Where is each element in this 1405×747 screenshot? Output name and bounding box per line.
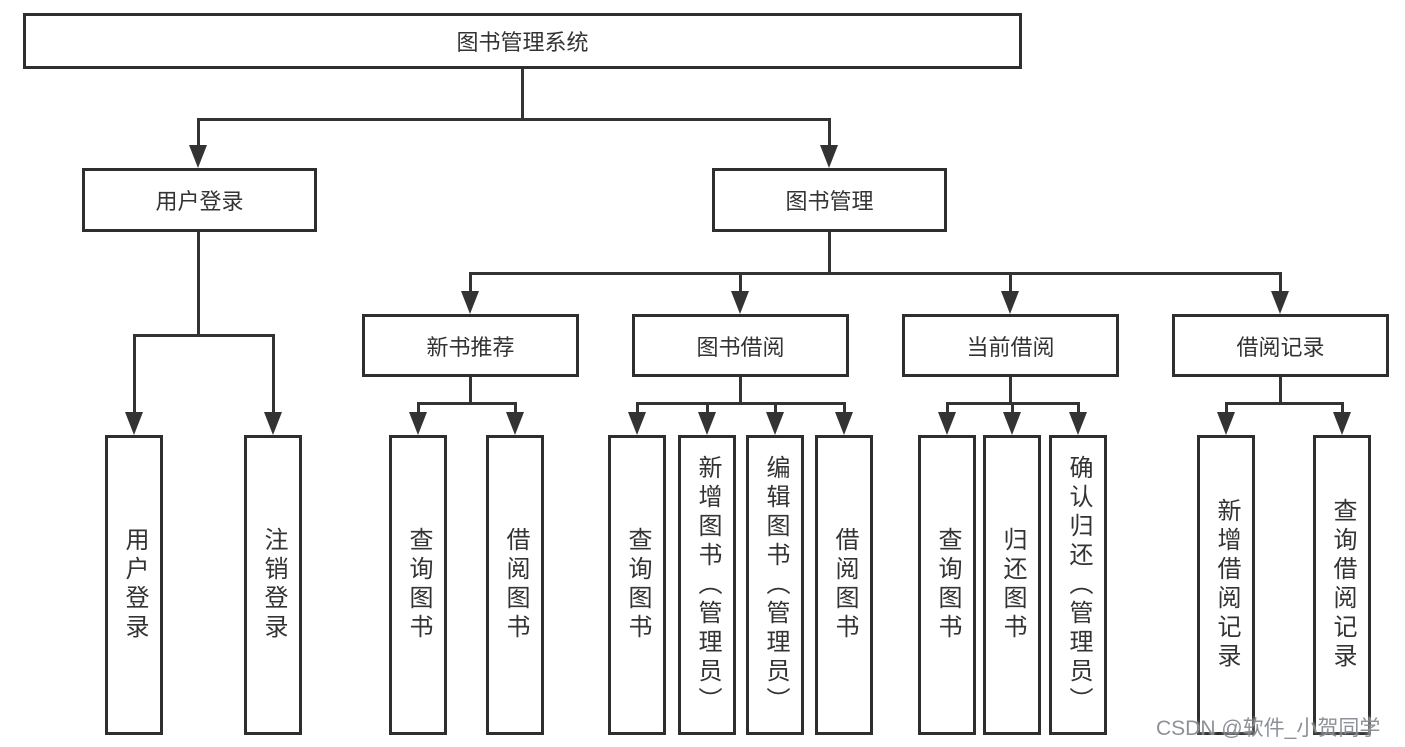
leaf-br-add-record: 新增借阅记录 [1197, 435, 1255, 735]
connector-bookmgmt-rail [469, 272, 1282, 275]
node-current-borrowing-label: 当前借阅 [966, 334, 1055, 360]
connector-bb-stem [739, 377, 742, 404]
node-borrowing-records: 借阅记录 [1172, 314, 1389, 377]
leaf-bb-query-books: 查询图书 [608, 435, 666, 735]
leaf-nb-query-books: 查询图书 [389, 435, 447, 735]
leaf-cb-confirm-return-admin-label: 确认归还（管理员） [1065, 454, 1092, 716]
arrow-to-leaf-logout-icon [264, 412, 282, 435]
csdn-watermark: CSDN @软件_小贺同学 [1156, 717, 1381, 740]
connector-bookmgmt-drop-4 [1279, 272, 1282, 297]
arrow-to-leaf-user-login-icon [125, 412, 143, 435]
connector-nb-drop-1 [417, 402, 420, 416]
leaf-cb-query-books: 查询图书 [918, 435, 976, 735]
arrow-to-br-add-icon [1217, 412, 1235, 435]
arrow-to-nb-query-icon [409, 412, 427, 435]
connector-cb-drop-1 [946, 402, 949, 416]
leaf-br-query-record: 查询借阅记录 [1313, 435, 1371, 735]
connector-cb-drop-2 [1011, 402, 1014, 416]
leaf-cb-confirm-return-admin: 确认归还（管理员） [1049, 435, 1107, 735]
connector-bookmgmt-drop-2 [739, 272, 742, 297]
connector-nb-stem [469, 377, 472, 404]
connector-userlogin-drop-1 [133, 334, 136, 415]
connector-root-rail [197, 118, 831, 121]
node-current-borrowing: 当前借阅 [902, 314, 1119, 377]
leaf-user-login: 用户登录 [105, 435, 163, 735]
connector-bookmgmt-stem [828, 232, 831, 274]
leaf-nb-borrow-books: 借阅图书 [486, 435, 544, 735]
arrow-to-bb-add-icon [698, 412, 716, 435]
connector-bb-drop-4 [843, 402, 846, 416]
node-root: 图书管理系统 [23, 13, 1022, 69]
leaf-cb-return-books: 归还图书 [983, 435, 1041, 735]
leaf-bb-edit-books-admin: 编辑图书（管理员） [746, 435, 804, 735]
connector-bb-drop-2 [706, 402, 709, 416]
arrow-to-user-login-icon [189, 145, 207, 168]
arrow-to-br-query-icon [1333, 412, 1351, 435]
connector-root-drop-left [197, 118, 200, 150]
leaf-bb-borrow-books: 借阅图书 [815, 435, 873, 735]
connector-userlogin-rail [133, 334, 275, 337]
leaf-bb-add-books-admin-label: 新增图书（管理员） [694, 454, 721, 716]
arrow-to-current-borrowing-icon [1001, 291, 1019, 314]
leaf-logout: 注销登录 [244, 435, 302, 735]
connector-cb-stem [1009, 377, 1012, 404]
arrow-to-bb-borrow-icon [835, 412, 853, 435]
node-book-management: 图书管理 [712, 168, 947, 232]
connector-root-drop-right [828, 118, 831, 150]
connector-userlogin-stem [197, 232, 200, 336]
arrow-to-nb-borrow-icon [506, 412, 524, 435]
arrow-to-bb-edit-icon [766, 412, 784, 435]
arrow-to-book-management-icon [820, 145, 838, 168]
connector-bb-rail [636, 402, 846, 405]
connector-userlogin-drop-2 [272, 334, 275, 415]
arrow-to-bb-query-icon [628, 412, 646, 435]
arrow-to-borrowing-records-icon [1271, 291, 1289, 314]
leaf-bb-edit-books-admin-label: 编辑图书（管理员） [762, 454, 789, 716]
leaf-cb-return-books-label: 归还图书 [999, 527, 1026, 643]
leaf-cb-query-books-label: 查询图书 [934, 527, 961, 643]
connector-bb-drop-3 [774, 402, 777, 416]
leaf-bb-query-books-label: 查询图书 [624, 527, 651, 643]
arrow-to-book-borrowing-icon [731, 291, 749, 314]
leaf-user-login-label: 用户登录 [121, 527, 148, 643]
node-root-label: 图书管理系统 [456, 30, 589, 55]
arrow-to-cb-return-icon [1003, 412, 1021, 435]
leaf-nb-query-books-label: 查询图书 [405, 527, 432, 643]
leaf-bb-add-books-admin: 新增图书（管理员） [678, 435, 736, 735]
connector-bb-drop-1 [636, 402, 639, 416]
connector-cb-drop-3 [1077, 402, 1080, 416]
node-book-borrowing: 图书借阅 [632, 314, 849, 377]
connector-br-drop-1 [1225, 402, 1228, 416]
connector-br-stem [1279, 377, 1282, 404]
connector-nb-rail [417, 402, 517, 405]
connector-root-stem [521, 69, 524, 119]
leaf-logout-label: 注销登录 [260, 527, 287, 643]
node-book-management-label: 图书管理 [785, 189, 874, 214]
leaf-br-query-record-label: 查询借阅记录 [1329, 498, 1356, 672]
node-user-login-label: 用户登录 [155, 189, 244, 214]
node-book-borrowing-label: 图书借阅 [696, 334, 785, 360]
connector-br-drop-2 [1341, 402, 1344, 416]
leaf-bb-borrow-books-label: 借阅图书 [831, 527, 858, 643]
node-borrowing-records-label: 借阅记录 [1236, 334, 1325, 360]
leaf-nb-borrow-books-label: 借阅图书 [502, 527, 529, 643]
node-new-book-recommendation: 新书推荐 [362, 314, 579, 377]
arrow-to-cb-confirm-icon [1069, 412, 1087, 435]
leaf-br-add-record-label: 新增借阅记录 [1213, 498, 1240, 672]
node-new-book-recommendation-label: 新书推荐 [426, 334, 515, 360]
connector-nb-drop-2 [514, 402, 517, 416]
connector-bookmgmt-drop-1 [469, 272, 472, 297]
connector-br-rail [1225, 402, 1344, 405]
connector-bookmgmt-drop-3 [1009, 272, 1012, 297]
arrow-to-cb-query-icon [938, 412, 956, 435]
arrow-to-new-book-recommendation-icon [461, 291, 479, 314]
node-user-login: 用户登录 [82, 168, 317, 232]
